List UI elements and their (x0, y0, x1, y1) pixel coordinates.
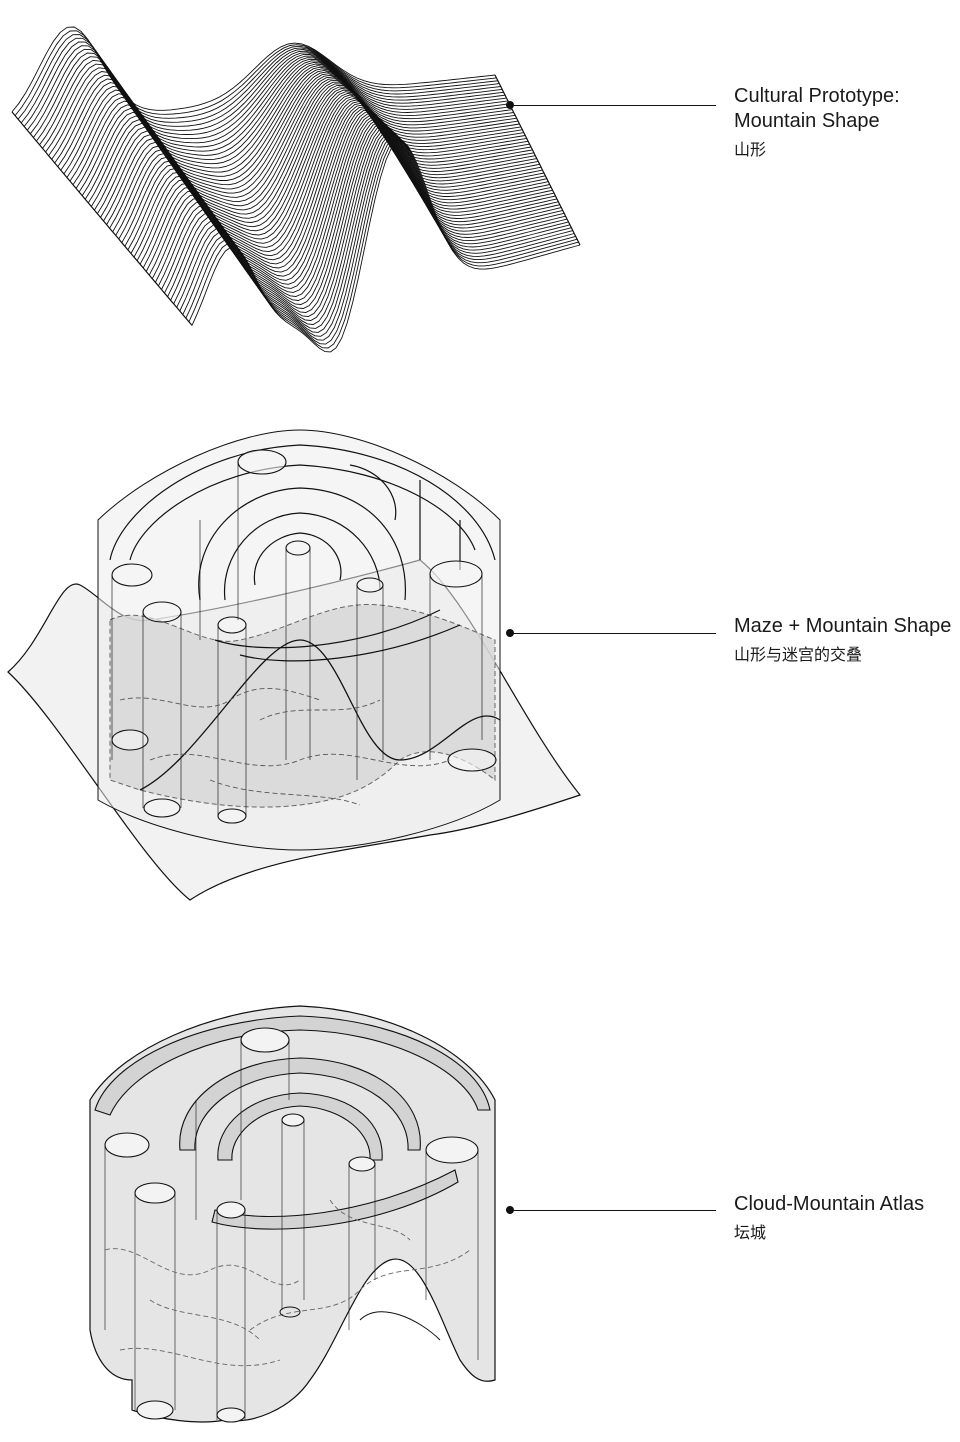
leader-dot (506, 629, 514, 637)
caption-title: Cultural Prototype: Mountain Shape (734, 85, 900, 132)
terrain-contour-line (94, 86, 534, 223)
terrain-contour-line (139, 111, 556, 285)
terrain-contour-line (185, 137, 578, 345)
terrain-edge (11, 111, 193, 326)
stage-cloud-mountain-atlas: Cloud-Mountain Atlas 坛城 (0, 990, 960, 1442)
terrain-contour-line (127, 104, 550, 269)
terrain-contour-line (176, 131, 573, 333)
terrain-contour-line (130, 106, 552, 273)
caption: Maze + Mountain Shape 山形与迷宫的交叠 (734, 614, 951, 665)
terrain-contour-line (145, 114, 559, 293)
terrain-contour-line (170, 128, 571, 325)
terrain-contour-line (106, 92, 540, 240)
stage-maze-mountain: Maze + Mountain Shape 山形与迷宫的交叠 (0, 420, 960, 920)
caption: Cloud-Mountain Atlas 坛城 (734, 1192, 924, 1243)
terrain-contour-line (103, 91, 539, 236)
terrain-contour-line (51, 63, 514, 165)
leader-line (512, 633, 716, 634)
mountain-shape-wireframe (11, 26, 581, 353)
caption-subtitle: 山形与迷宫的交叠 (734, 645, 863, 664)
terrain-contour-line (69, 73, 523, 190)
terrain-contour-line (133, 108, 553, 277)
leader-line (512, 1210, 716, 1211)
terrain-contour-line (173, 129, 572, 329)
caption-title: Maze + Mountain Shape (734, 615, 952, 637)
cloud-mountain-atlas-model (89, 1005, 496, 1423)
terrain-contour-line (167, 126, 569, 321)
leader-line (512, 105, 716, 106)
caption-subtitle: 山形 (734, 140, 767, 159)
terrain-contour-line (90, 84, 533, 219)
terrain-contour-line (164, 124, 568, 317)
terrain-contour-line (87, 83, 532, 215)
terrain-contour-line (97, 88, 536, 228)
terrain-contour-line (179, 133, 575, 337)
terrain-contour-line (182, 135, 576, 341)
leader-dot (506, 101, 514, 109)
terrain-contour-line (100, 89, 537, 232)
terrain-contour-line (191, 140, 581, 353)
leader-dot (506, 1206, 514, 1214)
terrain-contour-line (188, 139, 579, 349)
terrain-contour-line (136, 109, 555, 281)
terrain-contour-line (142, 113, 557, 289)
stage-mountain-shape: Cultural Prototype: Mountain Shape 山形 (0, 0, 960, 380)
maze-mountain-overlay (7, 429, 582, 901)
caption: Cultural Prototype: Mountain Shape 山形 (734, 84, 900, 160)
caption-subtitle: 坛城 (734, 1223, 767, 1242)
caption-title: Cloud-Mountain Atlas (734, 1193, 925, 1215)
terrain-contour-line (148, 116, 560, 297)
